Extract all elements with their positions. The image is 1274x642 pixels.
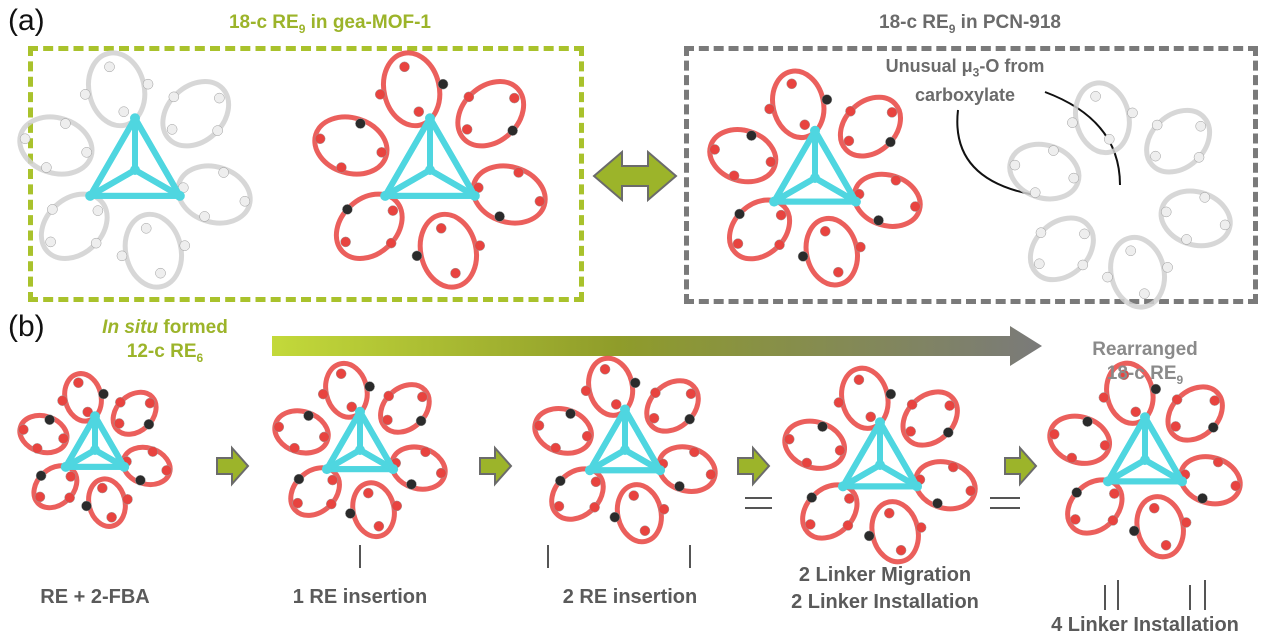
step-caption-2: 1 RE insertion [292, 586, 428, 608]
mu3-o-annotation: Unusual μ3-O from carboxylate [885, 56, 1045, 105]
step-caption-4: 2 Linker Migration 2 Linker Installation [791, 564, 979, 613]
double-arrow-icon [592, 149, 678, 203]
b5-re9-cluster [1047, 360, 1243, 560]
a2-gea-re9-cluster [312, 50, 548, 290]
b2-one-insertion-cluster [272, 360, 448, 540]
gea-mof-title: 18-c RE9 in gea-MOF-1 [228, 12, 431, 36]
insertion-arrows [359, 545, 1206, 610]
b4-migration-cluster [782, 365, 978, 565]
panel-a-label: (a) [8, 4, 45, 37]
start-cluster-title: In situ formed 12-c RE6 [102, 317, 228, 365]
panel-b-label: (b) [8, 310, 45, 343]
a4-pcn918-linker-cluster [1007, 80, 1233, 310]
b3-two-insertion-cluster [532, 355, 718, 545]
step-caption-1: RE + 2-FBA [40, 586, 150, 608]
equilibrium-arrows [745, 497, 1020, 509]
a3-pcn918-re9-cluster [707, 68, 923, 288]
end-cluster-title: Rearranged 18-c RE9 [1092, 339, 1198, 387]
gradient-progress-arrow [272, 326, 1042, 366]
a1-gea-linker-cluster [17, 50, 253, 290]
callout-arrows [956, 91, 1121, 196]
gea-mof-box [28, 46, 584, 302]
step-arrows [216, 445, 1038, 487]
step-caption-5: 4 Linker Installation [1051, 614, 1239, 636]
b1-re6-cluster [17, 371, 173, 529]
pcn-918-box [684, 46, 1258, 304]
step-caption-3: 2 RE insertion [562, 586, 698, 608]
pcn-918-title: 18-c RE9 in PCN-918 [879, 12, 1061, 36]
